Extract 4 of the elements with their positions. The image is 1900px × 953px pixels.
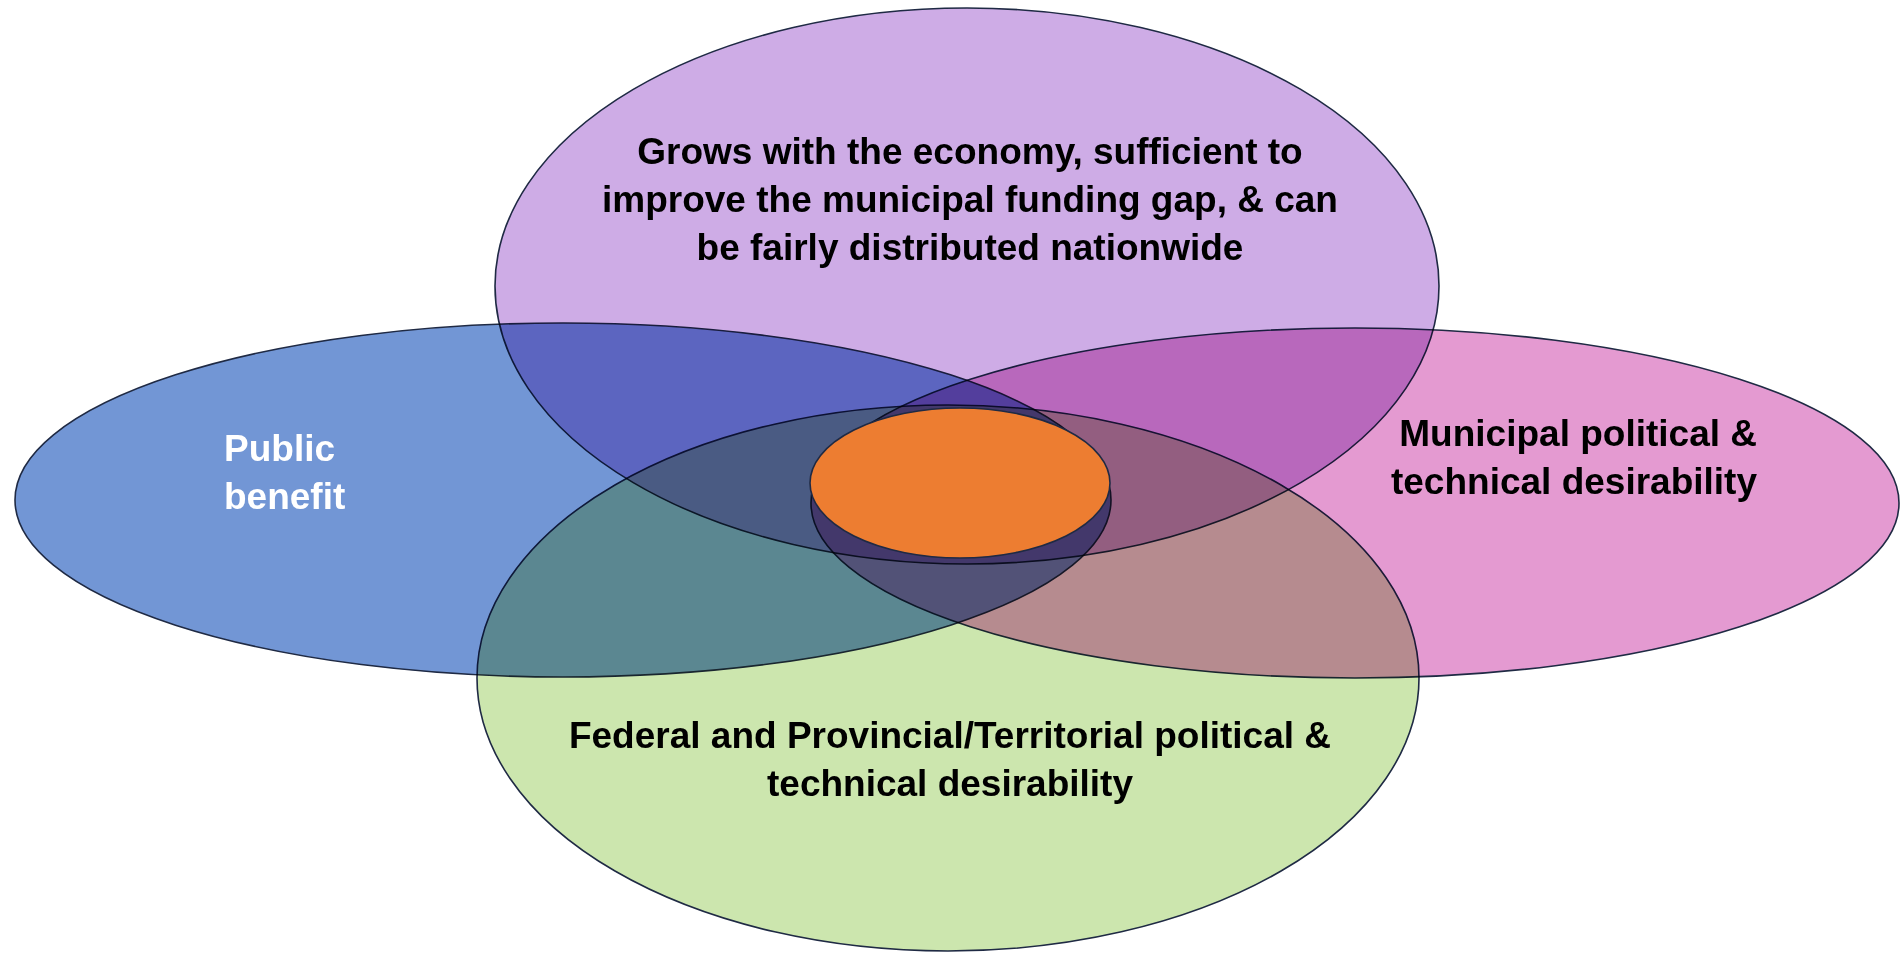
ellipse-label: Public benefit [224, 427, 347, 520]
ellipse-label: Grows with the economy, sufficient to improve the municipal funding gap, & can be fairly distributed nationwide [601, 130, 1339, 271]
ellipse-label: Municipal political & technical desirability [1389, 412, 1757, 505]
ellipse-label: Federal and Provincial/Territorial political & technical desirability [567, 714, 1333, 807]
